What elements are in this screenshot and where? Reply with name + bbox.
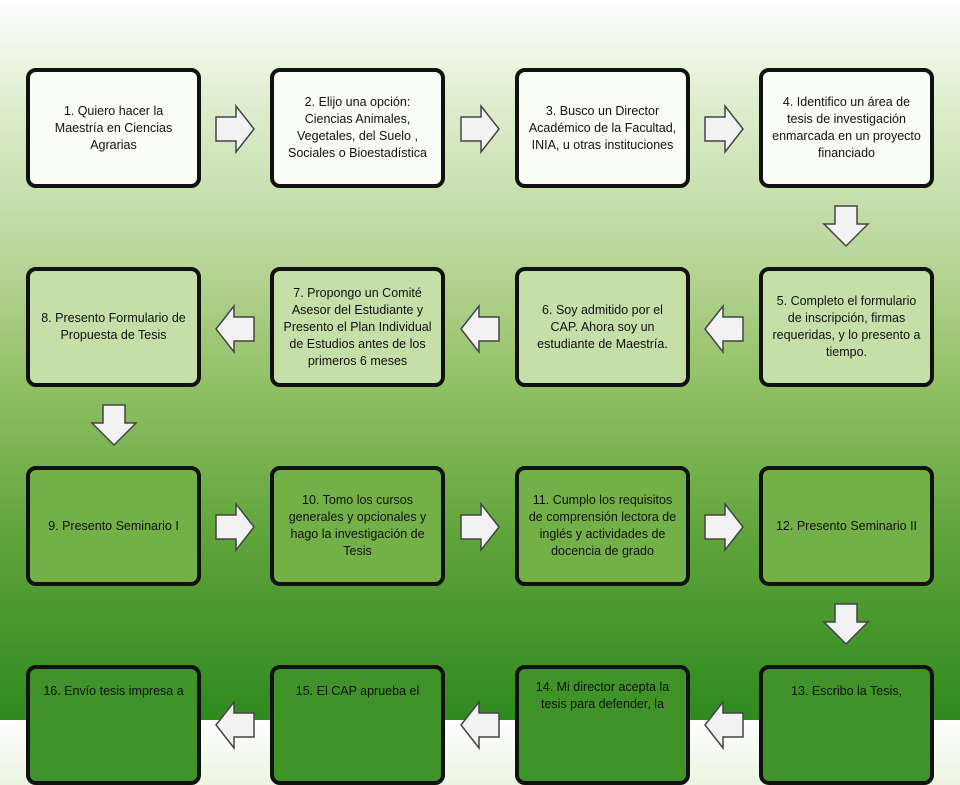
step-12-text: 12. Presento Seminario II <box>775 518 918 533</box>
arrow-left-icon <box>703 304 745 354</box>
step-15-box: 15. El CAP aprueba el <box>270 665 445 785</box>
step-4-box: 4. Identifico un área de tesis de invest… <box>759 68 934 188</box>
step-11-text: 11. Cumplo los requisitos de comprensión… <box>528 493 677 558</box>
step-5-box: 5. Completo el formulario de inscripción… <box>759 267 934 387</box>
step-16-box: 16. Envío tesis impresa a <box>26 665 201 785</box>
step-2-text: 2. Elijo una opción: Ciencias Animales, … <box>288 95 427 160</box>
step-9-text: 9. Presento Seminario I <box>48 518 179 533</box>
step-10-box: 10. Tomo los cursos generales y opcional… <box>270 466 445 586</box>
step-1-box: 1. Quiero hacer la Maestría en Ciencias … <box>26 68 201 188</box>
step-3-box: 3. Busco un Director Académico de la Fac… <box>515 68 690 188</box>
arrow-down-icon <box>822 204 870 248</box>
step-8-text: 8. Presento Formulario de Propuesta de T… <box>41 311 186 342</box>
arrow-right-icon <box>214 502 256 552</box>
arrow-right-icon <box>703 104 745 154</box>
arrow-down-icon <box>822 602 870 646</box>
arrow-down-icon <box>90 403 138 447</box>
step-15-text: 15. El CAP aprueba el <box>295 684 420 698</box>
arrow-left-icon <box>214 700 256 750</box>
arrow-right-icon <box>214 104 256 154</box>
step-4-text: 4. Identifico un área de tesis de invest… <box>772 95 921 160</box>
step-6-box: 6. Soy admitido por el CAP. Ahora soy un… <box>515 267 690 387</box>
arrow-right-icon <box>703 502 745 552</box>
arrow-right-icon <box>459 502 501 552</box>
step-14-box: 14. Mi director acepta la tesis para def… <box>515 665 690 785</box>
arrow-left-icon <box>459 304 501 354</box>
step-1-text: 1. Quiero hacer la Maestría en Ciencias … <box>54 103 173 152</box>
arrow-left-icon <box>703 700 745 750</box>
step-11-box: 11. Cumplo los requisitos de comprensión… <box>515 466 690 586</box>
step-5-text: 5. Completo el formulario de inscripción… <box>772 294 921 359</box>
step-7-box: 7. Propongo un Comité Asesor del Estudia… <box>270 267 445 387</box>
step-6-text: 6. Soy admitido por el CAP. Ahora soy un… <box>537 302 668 351</box>
step-13-box: 13. Escribo la Tesis, <box>759 665 934 785</box>
arrow-left-icon <box>214 304 256 354</box>
step-9-box: 9. Presento Seminario I <box>26 466 201 586</box>
step-7-text: 7. Propongo un Comité Asesor del Estudia… <box>283 285 432 368</box>
step-16-text: 16. Envío tesis impresa a <box>43 684 184 698</box>
arrow-right-icon <box>459 104 501 154</box>
flowchart-slide: 1. Quiero hacer la Maestría en Ciencias … <box>26 68 934 785</box>
arrow-left-icon <box>459 700 501 750</box>
step-14-text: 14. Mi director acepta la tesis para def… <box>535 680 670 711</box>
step-13-text: 13. Escribo la Tesis, <box>791 684 902 698</box>
step-8-box: 8. Presento Formulario de Propuesta de T… <box>26 267 201 387</box>
step-3-text: 3. Busco un Director Académico de la Fac… <box>528 103 677 152</box>
step-2-box: 2. Elijo una opción: Ciencias Animales, … <box>270 68 445 188</box>
step-12-box: 12. Presento Seminario II <box>759 466 934 586</box>
step-10-text: 10. Tomo los cursos generales y opcional… <box>288 493 427 558</box>
